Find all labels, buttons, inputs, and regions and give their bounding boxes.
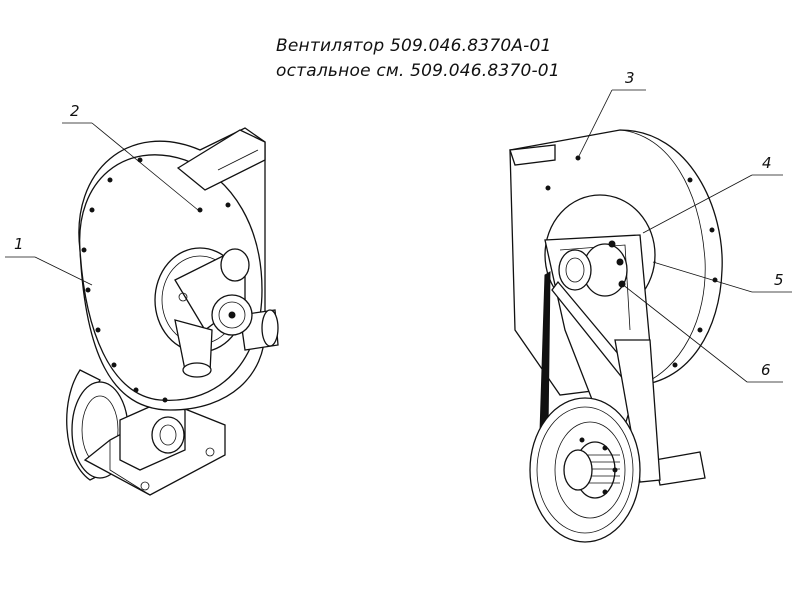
left-outlet [176,129,266,191]
callout-6: 6 [761,361,771,379]
right-fan-view [509,129,723,543]
title-line-1: Вентилятор 509.046.8370А-01 [276,36,552,56]
callout-5: 5 [774,271,784,289]
callout-3: 3 [625,69,635,87]
leader-lines [5,89,792,383]
left-fan-view [66,127,279,496]
callout-4: 4 [762,154,772,172]
title-line-2: остальное см. 509.046.8370-01 [276,61,560,81]
callout-1: 1 [14,235,24,253]
callout-2: 2 [70,102,80,120]
